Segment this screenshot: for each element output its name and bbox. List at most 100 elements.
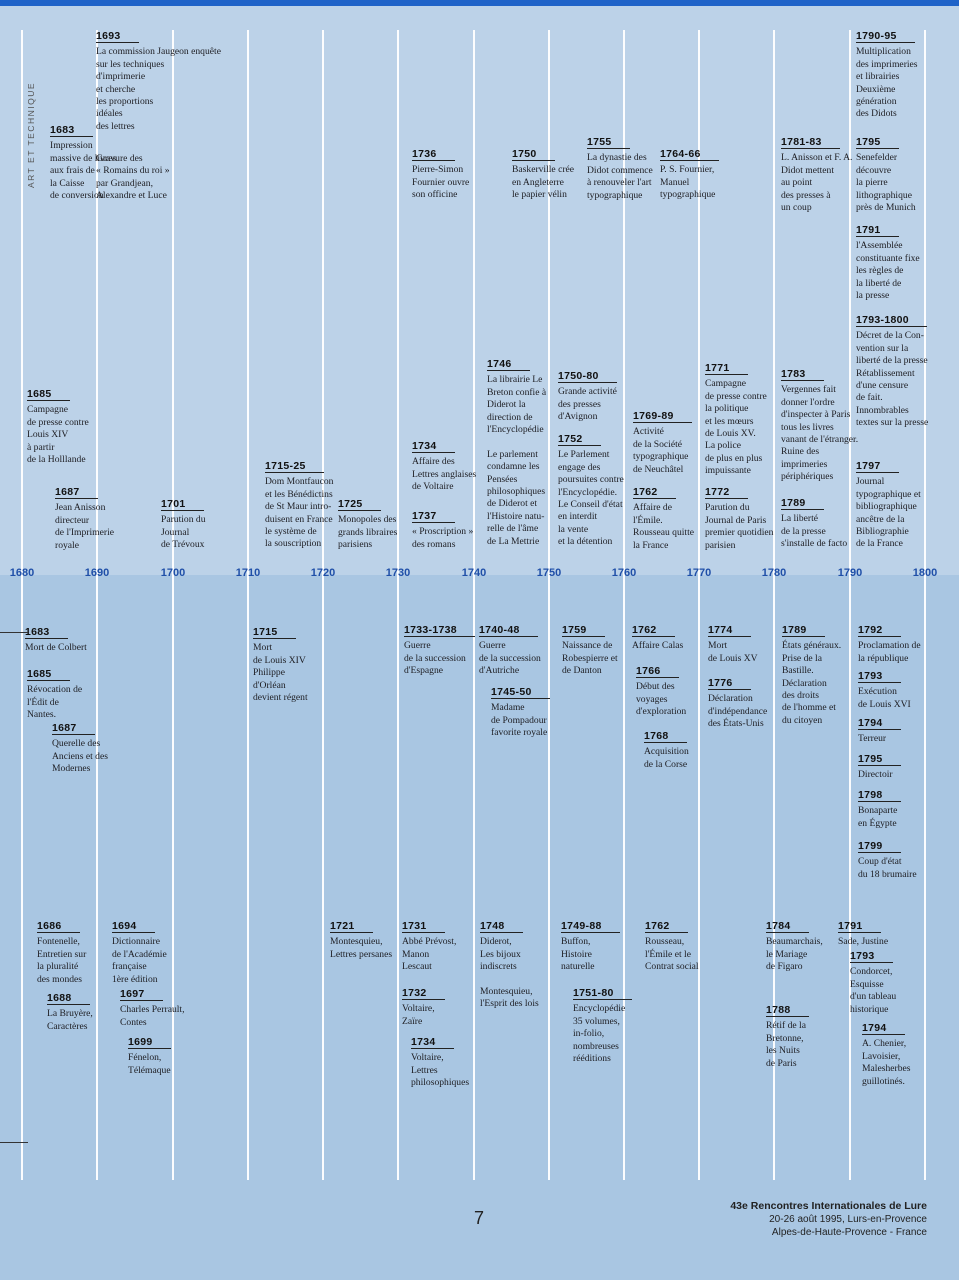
timeline-event: 1737« Proscription » des romans — [412, 510, 473, 551]
event-year: 1740-48 — [479, 624, 538, 638]
event-year: 1687 — [55, 486, 98, 500]
event-text: Impression massive de livres aux frais d… — [50, 140, 117, 202]
event-text: Buffon, Histoire naturelle — [561, 936, 595, 973]
axis-year-label: 1760 — [611, 567, 637, 579]
event-year: 1774 — [708, 624, 751, 638]
event-text: Terreur — [858, 733, 887, 745]
event-text: Beaumarchais, le Mariage de Figaro — [766, 936, 823, 973]
event-year: 1793 — [858, 670, 901, 684]
event-year: 1736 — [412, 148, 455, 162]
event-year: 1715-25 — [265, 460, 324, 474]
event-text: La liberté de la presse s'installe de fa… — [781, 513, 848, 550]
event-year: 1731 — [402, 920, 445, 934]
event-text: Diderot, Les bijoux indiscrets Montesqui… — [480, 936, 539, 1010]
event-text: La librairie Le Breton confie à Diderot … — [487, 374, 547, 547]
event-year: 1699 — [128, 1036, 171, 1050]
top-bar — [0, 0, 959, 6]
axis-year-label: 1790 — [837, 567, 863, 579]
grid-line — [247, 30, 249, 1180]
event-text: Sade, Justine — [838, 936, 889, 948]
event-year: 1701 — [161, 498, 204, 512]
event-year: 1794 — [862, 1022, 905, 1036]
grid-line — [21, 30, 23, 1180]
event-year: 1685 — [27, 668, 70, 682]
event-year: 1751-80 — [573, 987, 632, 1001]
event-text: Bonaparte en Égypte — [858, 805, 898, 829]
event-text: Guerre de la succession d'Espagne — [404, 640, 466, 677]
event-year: 1749-88 — [561, 920, 620, 934]
event-year: 1764-66 — [660, 148, 719, 162]
event-year: 1746 — [487, 358, 530, 372]
edge-stub — [0, 632, 28, 633]
event-year: 1794 — [858, 717, 901, 731]
event-year: 1766 — [636, 665, 679, 679]
event-year: 1799 — [858, 840, 901, 854]
grid-line — [924, 30, 926, 1180]
footer-line: 43e Rencontres Internationales de Lure — [730, 1200, 927, 1212]
event-year: 1789 — [782, 624, 825, 638]
event-text: Pierre-Simon Fournier ouvre son officine — [412, 164, 470, 201]
event-text: P. S. Fournier, Manuel typographique — [660, 164, 716, 201]
event-text: Monopoles des grands libraires parisiens — [338, 514, 398, 551]
event-text: Campagne de presse contre Louis XIV à pa… — [27, 404, 89, 466]
lower-band — [0, 575, 959, 1280]
event-year: 1781-83 — [781, 136, 840, 150]
footer: 43e Rencontres Internationales de Lure 2… — [730, 1200, 927, 1239]
axis-year-label: 1730 — [385, 567, 411, 579]
event-text: Parution du Journal de Trévoux — [161, 514, 206, 551]
event-year: 1734 — [412, 440, 455, 454]
event-text: Condorcet, Esquisse d'un tableau histori… — [850, 966, 897, 1015]
axis-year-label: 1780 — [761, 567, 787, 579]
event-text: A. Chenier, Lavoisier, Malesherbes guill… — [862, 1038, 911, 1087]
event-text: Rétif de la Bretonne, les Nuits de Paris — [766, 1020, 806, 1069]
event-text: Gravure des « Romains du roi » par Grand… — [96, 153, 170, 202]
event-year: 1762 — [645, 920, 688, 934]
event-year: 1687 — [52, 722, 95, 736]
event-year: 1791 — [856, 224, 899, 238]
event-year: 1790-95 — [856, 30, 915, 44]
event-year: 1688 — [47, 992, 90, 1006]
event-year: 1769-89 — [633, 410, 692, 424]
event-year: 1697 — [120, 988, 163, 1002]
grid-line — [322, 30, 324, 1180]
event-year: 1752 — [558, 433, 601, 447]
event-text: Voltaire, Zaïre — [402, 1003, 435, 1027]
event-text: La dynastie des Didot commence à renouve… — [587, 152, 653, 201]
event-text: Mort de Louis XIV Philippe d'Orléan devi… — [253, 642, 308, 704]
event-year: 1772 — [705, 486, 748, 500]
event-text: Fénelon, Télémaque — [128, 1052, 171, 1076]
edge-stub — [0, 1142, 28, 1143]
event-text: Mort de Louis XV — [708, 640, 758, 664]
event-year: 1745-50 — [491, 686, 550, 700]
event-text: Journal typographique et bibliographique… — [856, 476, 921, 550]
